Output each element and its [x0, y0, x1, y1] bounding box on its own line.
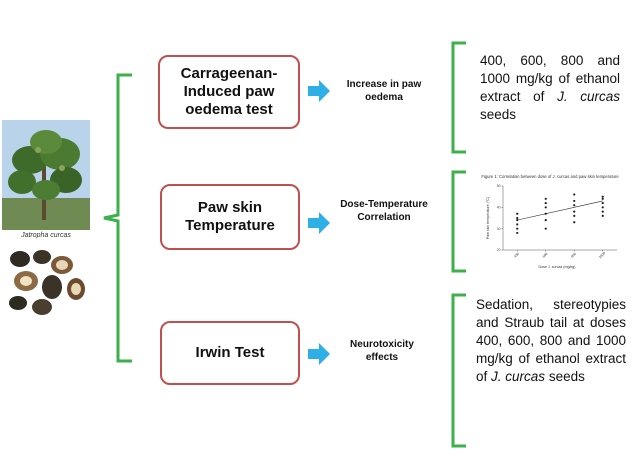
- chart-point: [544, 197, 547, 200]
- outcome-oedema: Increase in paw oedema: [346, 79, 422, 103]
- chart-point: [516, 216, 519, 220]
- chart-point: [601, 197, 604, 200]
- plant-caption: Jatropha curcas: [21, 232, 71, 239]
- chart-point: [601, 210, 604, 213]
- arrow-right-icon: [308, 80, 330, 102]
- chart-point: [516, 212, 519, 215]
- chart-point: [544, 201, 547, 205]
- chart-point: [573, 193, 576, 196]
- chart-point: [544, 206, 547, 209]
- chart-point: [573, 221, 576, 224]
- seeds-image: [9, 250, 85, 315]
- arrow-right-icon: [308, 212, 330, 234]
- chart-x-tick-label: 800: [570, 252, 577, 259]
- chart-x-tick-label: 400: [513, 252, 520, 259]
- chart-title: Figure 1: Correlation between dose of J.…: [481, 174, 619, 179]
- chart-point: [544, 227, 547, 230]
- chart-point: [601, 214, 604, 217]
- chart-y-tick-label: 40: [497, 206, 501, 210]
- test-box-irwin: Irwin Test: [160, 321, 300, 385]
- chart-point: [516, 231, 519, 235]
- chart-point: [516, 219, 519, 222]
- arrow-right-icon: [308, 343, 330, 365]
- chart-ylabel: Paw skin temperature (°C): [486, 197, 490, 239]
- chart-point: [573, 204, 576, 207]
- result-oedema-text: 400, 600, 800 and 1000 mg/kg of ethanol …: [480, 53, 620, 122]
- chart-trend-line: [517, 200, 603, 221]
- chart-point: [516, 227, 519, 230]
- chart-point: [601, 195, 604, 198]
- test-label-paw-temperature: Paw skin Temperature: [185, 199, 275, 234]
- test-box-paw-temperature: Paw skin Temperature: [160, 184, 300, 250]
- chart-point: [573, 214, 576, 217]
- test-box-carrageenan: Carrageenan-Induced paw oedema test: [158, 55, 300, 129]
- chart-point: [516, 223, 519, 226]
- chart-y-tick-label: 20: [497, 248, 501, 252]
- chart-point: [544, 219, 547, 222]
- outcome-neurotoxicity: Neurotoxicity effects: [350, 339, 414, 363]
- chart-point: [573, 210, 576, 213]
- chart-point: [601, 201, 604, 205]
- chart-xlabel: Dose J. curcas (mg/kg): [539, 265, 576, 269]
- jatropha-plant-image: [2, 120, 90, 230]
- result-irwin-text: Sedation, stereotypies and Straub tail a…: [476, 297, 626, 384]
- chart-x-tick-label: 1000: [598, 251, 606, 259]
- chart-y-tick-label: 30: [497, 227, 501, 231]
- test-label-irwin: Irwin Test: [195, 344, 265, 361]
- dose-temperature-chart: Figure 1: Correlation between dose of J.…: [481, 174, 619, 269]
- chart-point: [573, 199, 576, 203]
- test-label-carrageenan: Carrageenan-Induced paw oedema test: [180, 65, 278, 118]
- chart-y-tick-label: 50: [497, 184, 501, 188]
- outcome-dose-temperature: Dose-Temperature Correlation: [340, 199, 428, 223]
- chart-point: [601, 206, 604, 209]
- chart-x-tick-label: 600: [542, 252, 549, 259]
